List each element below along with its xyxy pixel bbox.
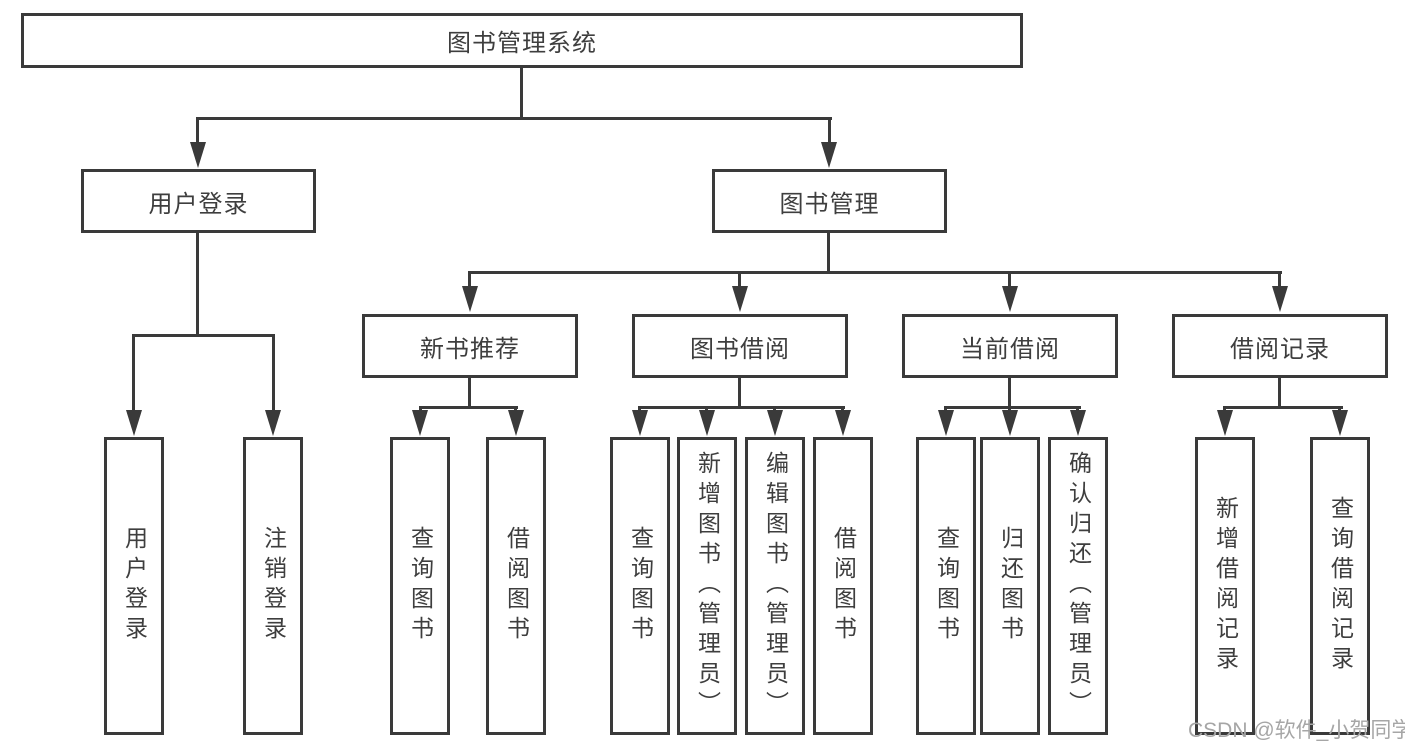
node-library-system: 图书管理系统	[21, 13, 1023, 68]
leaf-label: 新增图书（管理员）	[694, 451, 721, 721]
arrowhead	[1002, 286, 1018, 312]
connector	[828, 117, 831, 145]
leaf-query-books: 查询图书	[610, 437, 670, 735]
arrowhead	[1002, 410, 1018, 436]
leaf-label: 查询图书	[407, 526, 434, 646]
connector	[132, 334, 275, 337]
connector	[468, 271, 471, 291]
connector	[520, 66, 523, 119]
arrowhead	[1217, 410, 1233, 436]
arrowhead	[462, 286, 478, 312]
connector	[1223, 406, 1343, 409]
leaf-borrow-books: 借阅图书	[813, 437, 873, 735]
arrowhead	[190, 142, 206, 168]
arrowhead	[821, 142, 837, 168]
arrowhead	[632, 410, 648, 436]
arrowhead	[938, 410, 954, 436]
node-borrowing-records: 借阅记录	[1172, 314, 1388, 378]
node-label: 新书推荐	[420, 335, 520, 363]
node-current-borrowing: 当前借阅	[902, 314, 1118, 378]
node-label: 当前借阅	[960, 335, 1060, 363]
connector	[132, 334, 135, 414]
leaf-label: 新增借阅记录	[1212, 496, 1239, 676]
connector	[1008, 376, 1011, 409]
connector	[638, 406, 845, 409]
connector	[196, 117, 832, 120]
leaf-query-borrow-record: 查询借阅记录	[1310, 437, 1370, 735]
leaf-add-borrow-record: 新增借阅记录	[1195, 437, 1255, 735]
leaf-query-books: 查询图书	[916, 437, 976, 735]
connector	[738, 271, 741, 291]
arrowhead	[126, 410, 142, 436]
node-label: 借阅记录	[1230, 335, 1330, 363]
connector	[196, 231, 199, 337]
csdn-watermark: CSDN @软件_小贺同学	[1188, 719, 1405, 742]
leaf-label: 查询借阅记录	[1327, 496, 1354, 676]
connector	[1278, 376, 1281, 409]
node-label: 用户登录	[148, 190, 249, 218]
leaf-return-books: 归还图书	[980, 437, 1040, 735]
leaf-label: 借阅图书	[503, 526, 530, 646]
leaf-label: 归还图书	[997, 526, 1024, 646]
leaf-label: 借阅图书	[830, 526, 857, 646]
leaf-label: 查询图书	[933, 526, 960, 646]
leaf-user-login: 用户登录	[104, 437, 164, 735]
node-user-login: 用户登录	[81, 169, 316, 233]
leaf-label: 用户登录	[121, 526, 148, 646]
node-new-book-recommendation: 新书推荐	[362, 314, 578, 378]
leaf-label: 查询图书	[627, 526, 654, 646]
node-book-borrowing: 图书借阅	[632, 314, 848, 378]
connector	[272, 334, 275, 414]
node-label: 图书管理系统	[447, 30, 597, 57]
node-label: 图书管理	[779, 190, 880, 218]
arrowhead	[508, 410, 524, 436]
connector	[944, 406, 1081, 409]
node-book-management: 图书管理	[712, 169, 947, 233]
connector	[1278, 271, 1281, 291]
connector	[738, 376, 741, 409]
node-label: 图书借阅	[690, 335, 790, 363]
connector	[1008, 271, 1011, 291]
leaf-label: 确认归还（管理员）	[1065, 451, 1092, 721]
leaf-borrow-books: 借阅图书	[486, 437, 546, 735]
leaf-label: 编辑图书（管理员）	[762, 451, 789, 721]
leaf-edit-book-admin: 编辑图书（管理员）	[745, 437, 805, 735]
connector	[468, 376, 471, 409]
arrowhead	[265, 410, 281, 436]
arrowhead	[1272, 286, 1288, 312]
leaf-confirm-return-admin: 确认归还（管理员）	[1048, 437, 1108, 735]
arrowhead	[767, 410, 783, 436]
leaf-add-book-admin: 新增图书（管理员）	[677, 437, 737, 735]
leaf-query-books: 查询图书	[390, 437, 450, 735]
connector	[196, 117, 199, 145]
arrowhead	[835, 410, 851, 436]
arrowhead	[1070, 410, 1086, 436]
connector	[468, 271, 1282, 274]
arrowhead	[699, 410, 715, 436]
leaf-label: 注销登录	[260, 526, 287, 646]
arrowhead	[1332, 410, 1348, 436]
arrowhead	[732, 286, 748, 312]
connector	[827, 232, 830, 274]
connector	[419, 406, 518, 409]
arrowhead	[412, 410, 428, 436]
leaf-logout: 注销登录	[243, 437, 303, 735]
